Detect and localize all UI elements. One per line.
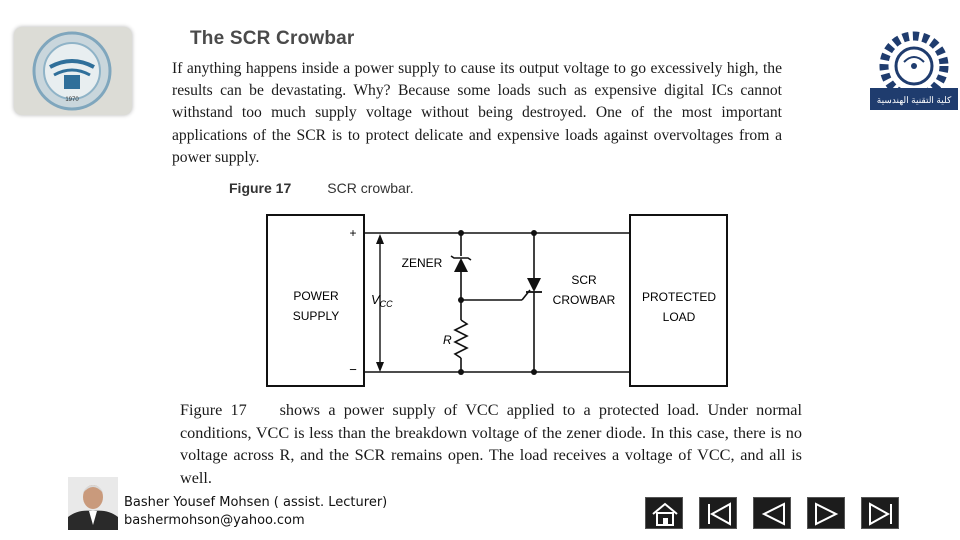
author-info: Basher Yousef Mohsen ( assist. Lecturer)… xyxy=(124,494,387,530)
plus-terminal-label: + xyxy=(349,226,356,240)
power-supply-box xyxy=(266,214,365,387)
scr-crowbar-diagram: POWER SUPPLY + − PROTECTED LOAD VCC ZENE… xyxy=(266,214,728,387)
next-slide-icon xyxy=(815,502,839,526)
figure-reference: Figure 17 xyxy=(180,401,247,419)
college-logo: كلية التقنية الهندسية xyxy=(866,28,960,116)
intro-paragraph: If anything happens inside a power suppl… xyxy=(172,60,782,166)
next-slide-button[interactable] xyxy=(807,497,845,529)
figure-number: Figure 17 xyxy=(229,180,292,196)
zener-diode-symbol xyxy=(450,255,472,272)
scr-symbol xyxy=(526,278,542,293)
resistor-symbol xyxy=(453,319,469,359)
slide-title: The SCR Crowbar xyxy=(190,28,355,49)
home-icon xyxy=(652,502,678,526)
college-logo-text: كلية التقنية الهندسية xyxy=(877,95,952,106)
home-button[interactable] xyxy=(645,497,683,529)
first-slide-icon xyxy=(708,502,731,526)
university-logo: 1970 xyxy=(14,27,132,115)
author-name: Basher Yousef Mohsen ( assist. Lecturer) xyxy=(124,495,388,510)
scr-label-2: CROWBAR xyxy=(553,293,616,307)
logo-year: 1970 xyxy=(65,97,79,103)
load-label-1: PROTECTED xyxy=(642,290,716,304)
previous-slide-button[interactable] xyxy=(753,497,791,529)
power-supply-label-1: POWER xyxy=(293,289,339,303)
protected-load-box xyxy=(629,214,728,387)
load-label-2: LOAD xyxy=(663,310,696,324)
zener-label: ZENER xyxy=(402,256,443,270)
resistor-label: R xyxy=(443,333,452,347)
author-photo xyxy=(68,477,118,530)
last-slide-icon xyxy=(869,502,892,526)
author-email: bashermohson@yahoo.com xyxy=(124,513,305,528)
vcc-label: VCC xyxy=(371,292,393,309)
minus-terminal-label: − xyxy=(349,362,357,377)
power-supply-label-2: SUPPLY xyxy=(293,309,339,323)
last-slide-button[interactable] xyxy=(861,497,899,529)
previous-slide-icon xyxy=(761,502,785,526)
explanation-text: shows a power supply of VCC applied to a… xyxy=(180,401,802,487)
first-slide-button[interactable] xyxy=(699,497,737,529)
explanation-paragraph: Figure 17 shows a power supply of VCC ap… xyxy=(180,399,802,489)
figure-caption: Figure 17 SCR crowbar. xyxy=(229,180,414,196)
figure-caption-text: SCR crowbar. xyxy=(327,180,414,196)
scr-label-1: SCR xyxy=(571,273,597,287)
